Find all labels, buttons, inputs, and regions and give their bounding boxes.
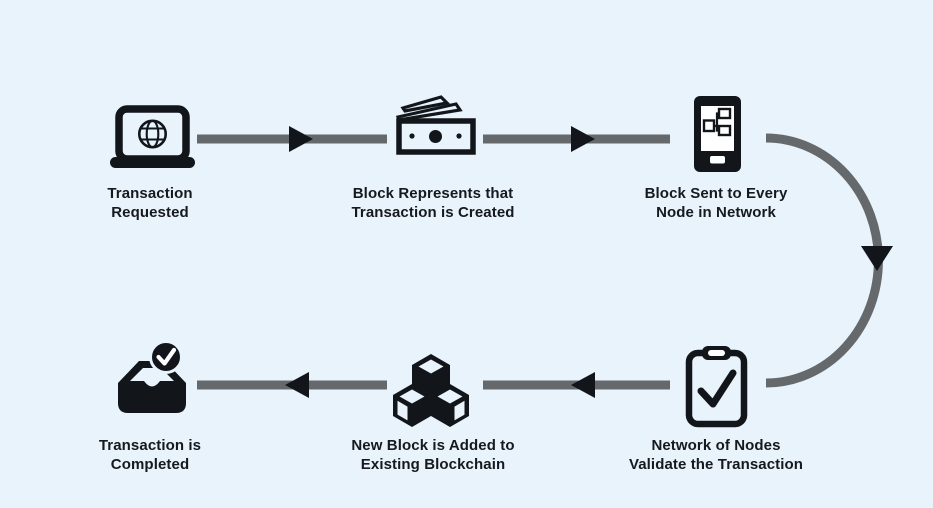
inbox-check-icon xyxy=(118,340,186,413)
arrow-added-to-completed xyxy=(197,372,387,398)
label-transaction-completed: Transaction is Completed xyxy=(98,437,202,473)
clipboard-check-icon xyxy=(685,346,748,428)
label-block-created: Block Represents that Transaction is Cre… xyxy=(351,185,515,221)
arrow-curve-sent-to-validate xyxy=(765,133,893,388)
money-bills-icon xyxy=(395,95,476,155)
laptop-globe-icon xyxy=(110,105,195,168)
arrow-validate-to-added xyxy=(483,372,670,398)
label-block-added: New Block is Added to Existing Blockchai… xyxy=(351,437,515,473)
phone-network-icon xyxy=(694,96,741,172)
label-block-sent: Block Sent to Every Node in Network xyxy=(644,185,788,221)
arrow-requested-to-created xyxy=(197,126,387,152)
label-transaction-requested: Transaction Requested xyxy=(107,185,193,221)
arrow-created-to-sent xyxy=(483,126,670,152)
blockchain-cubes-icon xyxy=(393,354,469,427)
label-nodes-validate: Network of Nodes Validate the Transactio… xyxy=(628,437,804,473)
